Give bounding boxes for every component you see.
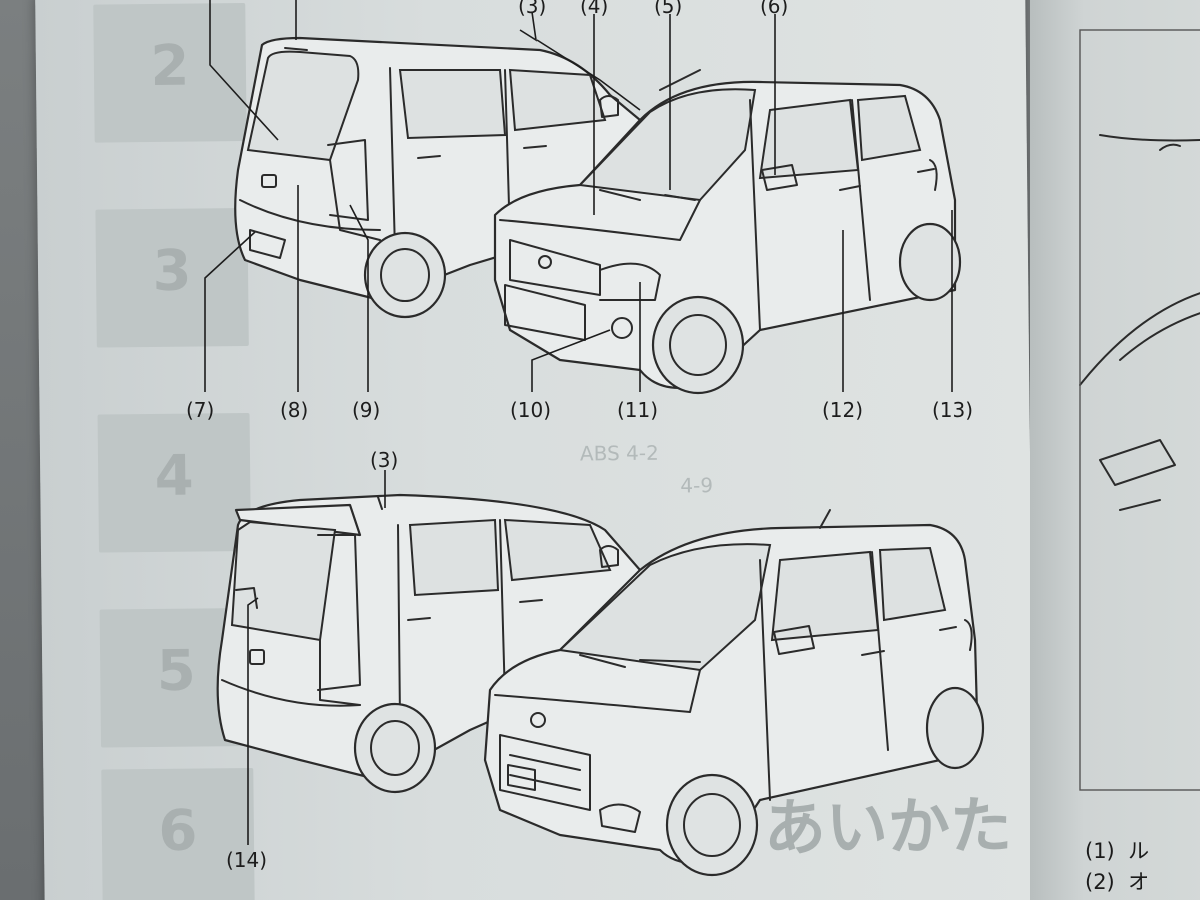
car-rear-view-bottom	[216, 493, 647, 794]
callout-3-top: (3)	[518, 0, 547, 18]
callout-6: (6)	[760, 0, 789, 18]
callout-13: (13)	[932, 398, 974, 422]
callout-11: (11)	[617, 398, 659, 422]
callout-10: (10)	[510, 398, 552, 422]
manual-right-page: (1) ル (2) オ	[1030, 0, 1200, 900]
right-page-item-2: (2) オ	[1085, 870, 1150, 894]
callout-7: (7)	[186, 398, 215, 422]
callout-4: (4)	[580, 0, 609, 18]
callout-9: (9)	[352, 398, 381, 422]
car-front-view-top	[493, 69, 962, 395]
callout-14: (14)	[226, 848, 268, 872]
right-page-roof-diagram	[1079, 29, 1200, 791]
right-page-item-1: (1) ル	[1085, 839, 1150, 863]
callout-5: (5)	[654, 0, 683, 18]
car-front-view-bottom	[483, 509, 985, 877]
callout-8: (8)	[280, 398, 309, 422]
callout-3-bottom: (3)	[370, 448, 399, 472]
callout-leader-lines	[204, 0, 953, 845]
callout-12: (12)	[822, 398, 864, 422]
